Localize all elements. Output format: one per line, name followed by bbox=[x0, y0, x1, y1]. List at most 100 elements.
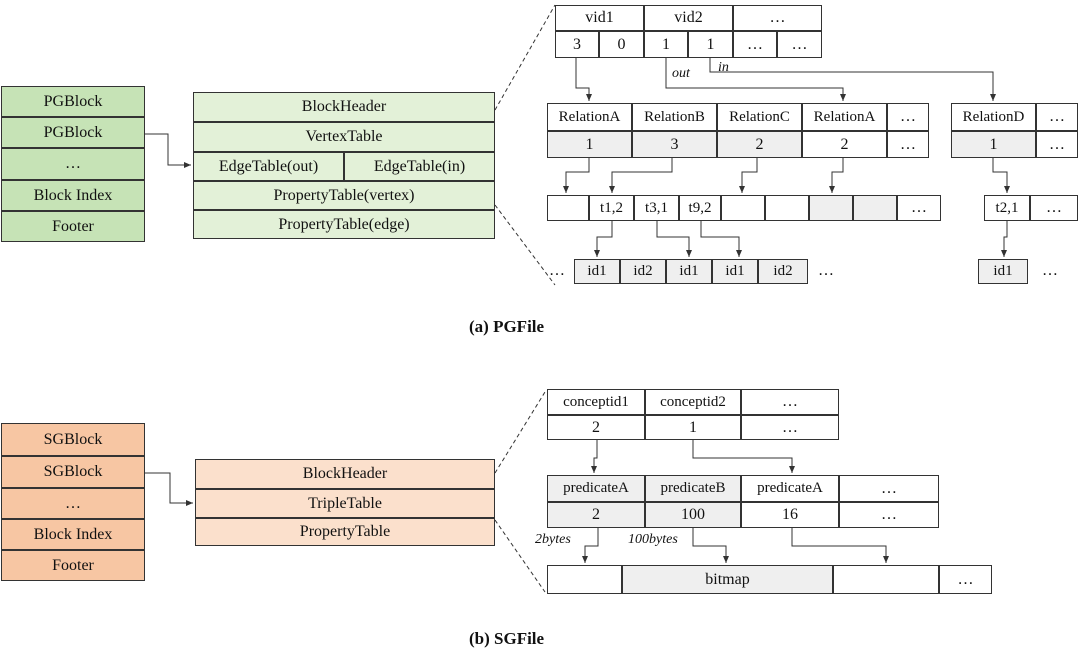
id-cell: id2 bbox=[758, 259, 808, 284]
relation-label: RelationA bbox=[802, 103, 887, 131]
pg-caption: (a) PGFile bbox=[469, 317, 545, 336]
vertex-value: 0 bbox=[599, 31, 644, 58]
predicate-label: … bbox=[839, 475, 939, 502]
arrow-t31-ids bbox=[656, 221, 692, 257]
sg-caption: (b) SGFile bbox=[469, 629, 545, 648]
ids-in-ellipsis: … bbox=[1042, 262, 1058, 279]
ids-ellipsis: … bbox=[818, 262, 834, 279]
arrow-predA2-data bbox=[791, 528, 889, 563]
relation-label: RelationA bbox=[547, 103, 632, 131]
relation-in-label: RelationD bbox=[951, 103, 1036, 131]
predicate-label: predicateA bbox=[741, 475, 839, 502]
pg-zoom-line-top bbox=[494, 4, 556, 111]
pg-block-link bbox=[145, 133, 191, 168]
predicate-value: 2 bbox=[547, 502, 645, 528]
sg-block-link bbox=[145, 472, 193, 506]
sg-zoom-line-top bbox=[494, 391, 546, 474]
relation-in-label: … bbox=[1036, 103, 1078, 131]
arrow-vid1-relation bbox=[575, 58, 592, 101]
edge-in-cell: t2,1 bbox=[984, 195, 1030, 221]
vertex-value: 3 bbox=[555, 31, 599, 58]
relation-label: … bbox=[887, 103, 929, 131]
vertex-header: vid2 bbox=[644, 5, 733, 31]
pg-block-header: BlockHeader bbox=[193, 92, 495, 122]
data-cell-empty bbox=[547, 565, 622, 594]
bitmap-cell: bitmap bbox=[622, 565, 833, 594]
sg-zoom-line-bottom bbox=[494, 519, 546, 593]
pg-vertex-table: VertexTable bbox=[193, 122, 495, 152]
relation-label: RelationB bbox=[632, 103, 717, 131]
pg-block-index: Block Index bbox=[1, 180, 145, 211]
id-in-cell: id1 bbox=[978, 259, 1028, 284]
edge-cell: t1,2 bbox=[589, 195, 634, 221]
arrow-vid2-out bbox=[665, 58, 846, 101]
label-2bytes: 2bytes bbox=[535, 532, 571, 547]
relation-count: 3 bbox=[632, 131, 717, 158]
id-cell: id1 bbox=[574, 259, 620, 284]
concept-value: … bbox=[741, 415, 839, 440]
sg-triple-table: TripleTable bbox=[195, 489, 495, 518]
id-cell: id1 bbox=[712, 259, 758, 284]
arrow-t12-ids bbox=[594, 221, 613, 257]
sg-block-header: BlockHeader bbox=[195, 459, 495, 489]
arrow-rel1-edge bbox=[563, 158, 590, 193]
pg-property-table-vertex: PropertyTable(vertex) bbox=[193, 181, 495, 210]
vertex-value: 1 bbox=[688, 31, 733, 58]
pg-block-item: PGBlock bbox=[1, 117, 145, 148]
pg-footer: Footer bbox=[1, 211, 145, 242]
concept-value: 1 bbox=[645, 415, 741, 440]
relation-in-count: … bbox=[1036, 131, 1078, 158]
predicate-value: … bbox=[839, 502, 939, 528]
data-cell-empty bbox=[833, 565, 939, 594]
sg-block-item: SGBlock bbox=[1, 456, 145, 488]
concept-header: conceptid2 bbox=[645, 389, 741, 415]
arrow-t92-ids bbox=[700, 221, 742, 257]
label-100bytes: 100bytes bbox=[628, 532, 678, 547]
arrow-concept1-pred bbox=[591, 440, 598, 473]
concept-header: … bbox=[741, 389, 839, 415]
sg-block-item: … bbox=[1, 488, 145, 519]
id-cell: id1 bbox=[666, 259, 712, 284]
vertex-value: … bbox=[733, 31, 777, 58]
label-in: in bbox=[718, 60, 729, 75]
arrow-rel4-edge bbox=[829, 158, 844, 193]
arrow-concept2-pred bbox=[692, 440, 795, 473]
vertex-header: … bbox=[733, 5, 822, 31]
relation-count: … bbox=[887, 131, 929, 158]
pg-edge-table-out: EdgeTable(out) bbox=[193, 152, 344, 181]
predicate-label: predicateA bbox=[547, 475, 645, 502]
relation-count: 1 bbox=[547, 131, 632, 158]
concept-header: conceptid1 bbox=[547, 389, 645, 415]
edge-in-cell: … bbox=[1030, 195, 1078, 221]
edge-cell-empty bbox=[765, 195, 809, 221]
arrow-t21-ids bbox=[1001, 221, 1008, 257]
relation-label: RelationC bbox=[717, 103, 802, 131]
relation-count: 2 bbox=[717, 131, 802, 158]
edge-cell: … bbox=[897, 195, 941, 221]
sg-footer: Footer bbox=[1, 550, 145, 581]
ids-ellipsis: … bbox=[549, 262, 565, 279]
edge-cell-empty bbox=[547, 195, 589, 221]
concept-value: 2 bbox=[547, 415, 645, 440]
edge-cell: t9,2 bbox=[679, 195, 721, 221]
predicate-value: 16 bbox=[741, 502, 839, 528]
id-cell: id2 bbox=[620, 259, 666, 284]
sg-property-table: PropertyTable bbox=[195, 518, 495, 546]
arrow-predB-data bbox=[692, 528, 729, 563]
edge-cell-empty bbox=[809, 195, 853, 221]
sg-block-index: Block Index bbox=[1, 519, 145, 550]
label-out: out bbox=[672, 66, 690, 81]
vertex-value: … bbox=[777, 31, 822, 58]
pg-zoom-line-bottom bbox=[494, 204, 556, 286]
arrow-relD-edge bbox=[992, 158, 1010, 193]
arrow-vid2-in bbox=[709, 58, 996, 101]
pg-edge-table-in: EdgeTable(in) bbox=[344, 152, 495, 181]
edge-cell-empty bbox=[853, 195, 897, 221]
arrow-rel3-edge bbox=[739, 158, 758, 193]
predicate-label: predicateB bbox=[645, 475, 741, 502]
pg-property-table-edge: PropertyTable(edge) bbox=[193, 210, 495, 239]
relation-count: 2 bbox=[802, 131, 887, 158]
arrow-rel2-edge bbox=[609, 158, 673, 193]
pg-block-item: PGBlock bbox=[1, 86, 145, 117]
data-cell: … bbox=[939, 565, 992, 594]
